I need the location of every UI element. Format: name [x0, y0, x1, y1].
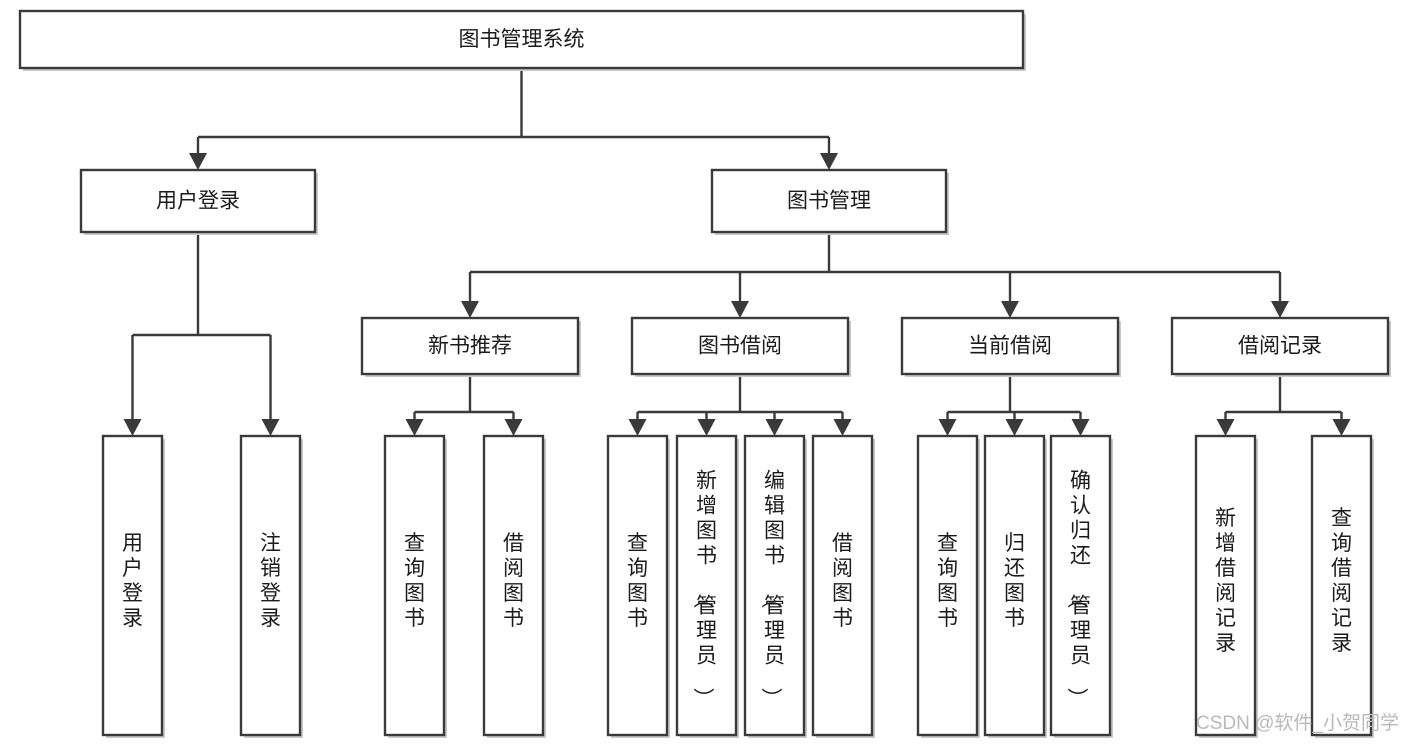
node-label-borrow-book-1: 借阅图书: [503, 532, 524, 630]
connector-to-borrow-book-2-head: [833, 419, 852, 436]
node-borrow-record[interactable]: 借阅记录: [1170, 316, 1391, 377]
node-label-borrow-record: 借阅记录: [1238, 335, 1322, 358]
node-box-add-book-admin[interactable]: [675, 434, 738, 737]
connector-to-query-book-3-head: [938, 419, 957, 436]
node-current-borrow[interactable]: 当前借阅: [900, 316, 1121, 377]
node-box-current-borrow[interactable]: [900, 316, 1120, 376]
connector-to-add-book-admin-head: [697, 419, 716, 436]
node-box-borrow-record[interactable]: [1170, 316, 1390, 376]
node-borrow-book-2[interactable]: 借阅图书: [811, 434, 875, 738]
node-box-query-book-1[interactable]: [383, 434, 446, 737]
node-label-query-book-1: 查询图书: [404, 532, 425, 630]
node-query-book-1[interactable]: 查询图书: [383, 434, 447, 738]
node-borrow-book-1[interactable]: 借阅图书: [482, 434, 546, 738]
node-box-root[interactable]: [18, 9, 1025, 70]
connector-to-current-borrow-head: [1001, 301, 1019, 318]
node-box-user-logout[interactable]: [239, 434, 302, 737]
node-label-book-manage: 图书管理: [787, 190, 871, 213]
connector-to-return-book-head: [1005, 419, 1024, 436]
connector-to-add-borrow-record-head: [1216, 419, 1235, 436]
connector-to-user-logout-head: [261, 419, 280, 436]
node-box-query-borrow-record[interactable]: [1310, 434, 1373, 737]
connector-to-borrow-book-1-head: [504, 419, 523, 436]
node-box-book-manage[interactable]: [710, 168, 948, 234]
connector-to-book-borrow-head: [731, 301, 749, 318]
node-user-login[interactable]: 用户登录: [79, 168, 318, 235]
node-label-new-book-recommend: 新书推荐: [428, 335, 512, 358]
node-box-user-login-do[interactable]: [101, 434, 164, 737]
node-label-query-book-3: 查询图书: [937, 532, 958, 630]
node-box-user-login[interactable]: [79, 168, 317, 234]
node-label-query-book-2: 查询图书: [627, 532, 648, 630]
node-return-book[interactable]: 归还图书: [983, 434, 1047, 738]
node-box-borrow-book-2[interactable]: [811, 434, 874, 737]
node-label-book-borrow: 图书借阅: [698, 335, 782, 358]
node-add-borrow-record[interactable]: 新增借阅记录: [1194, 434, 1258, 738]
node-box-query-book-3[interactable]: [916, 434, 979, 737]
node-box-new-book-recommend[interactable]: [360, 316, 580, 376]
connector-to-confirm-return-admin-head: [1071, 419, 1090, 436]
connector-to-borrow-record-head: [1271, 301, 1289, 318]
connector-to-query-borrow-record-head: [1332, 419, 1351, 436]
node-confirm-return-admin[interactable]: 确认归还（管理员）: [1049, 434, 1113, 738]
connector-to-edit-book-admin-head: [765, 419, 784, 436]
node-label-return-book: 归还图书: [1004, 532, 1025, 630]
node-new-book-recommend[interactable]: 新书推荐: [360, 316, 581, 377]
node-box-return-book[interactable]: [983, 434, 1046, 737]
node-layer: 图书管理系统用户登录用户登录注销登录图书管理新书推荐查询图书借阅图书图书借阅查询…: [18, 9, 1391, 738]
node-root[interactable]: 图书管理系统: [18, 9, 1026, 71]
connector-to-query-book-1-head: [405, 419, 424, 436]
node-book-borrow[interactable]: 图书借阅: [630, 316, 851, 377]
node-edit-book-admin[interactable]: 编辑图书（管理员）: [743, 434, 807, 738]
node-label-edit-book-admin: 编辑图书（管理员）: [759, 470, 785, 709]
node-book-manage[interactable]: 图书管理: [710, 168, 949, 235]
connector-to-book-manage-head: [820, 153, 838, 170]
node-box-add-borrow-record[interactable]: [1194, 434, 1257, 737]
node-box-query-book-2[interactable]: [606, 434, 669, 737]
node-query-book-3[interactable]: 查询图书: [916, 434, 980, 738]
node-add-book-admin[interactable]: 新增图书（管理员）: [675, 434, 739, 738]
connector-to-new-book-recommend-head: [461, 301, 479, 318]
node-box-book-borrow[interactable]: [630, 316, 850, 376]
node-label-borrow-book-2: 借阅图书: [832, 532, 853, 630]
connector-to-user-login-head: [189, 153, 207, 170]
node-box-edit-book-admin[interactable]: [743, 434, 806, 737]
node-label-current-borrow: 当前借阅: [968, 335, 1052, 358]
node-box-confirm-return-admin[interactable]: [1049, 434, 1112, 737]
csdn-watermark: CSDN @软件_小贺同学: [1196, 712, 1399, 734]
node-user-logout[interactable]: 注销登录: [239, 434, 303, 738]
node-label-user-logout: 注销登录: [260, 532, 281, 630]
node-label-add-book-admin: 新增图书（管理员）: [691, 470, 717, 709]
connector-to-user-login-do-head: [123, 419, 142, 436]
connector-to-query-book-2-head: [628, 419, 647, 436]
node-label-confirm-return-admin: 确认归还（管理员）: [1065, 470, 1091, 709]
node-user-login-do[interactable]: 用户登录: [101, 434, 165, 738]
node-query-borrow-record[interactable]: 查询借阅记录: [1310, 434, 1374, 738]
node-label-add-borrow-record: 新增借阅记录: [1215, 507, 1236, 655]
connector-layer: [123, 68, 1351, 436]
node-label-root: 图书管理系统: [459, 28, 585, 51]
node-label-query-borrow-record: 查询借阅记录: [1331, 507, 1352, 655]
node-query-book-2[interactable]: 查询图书: [606, 434, 670, 738]
node-box-borrow-book-1[interactable]: [482, 434, 545, 737]
node-label-user-login: 用户登录: [156, 190, 240, 213]
node-label-user-login-do: 用户登录: [122, 532, 143, 630]
